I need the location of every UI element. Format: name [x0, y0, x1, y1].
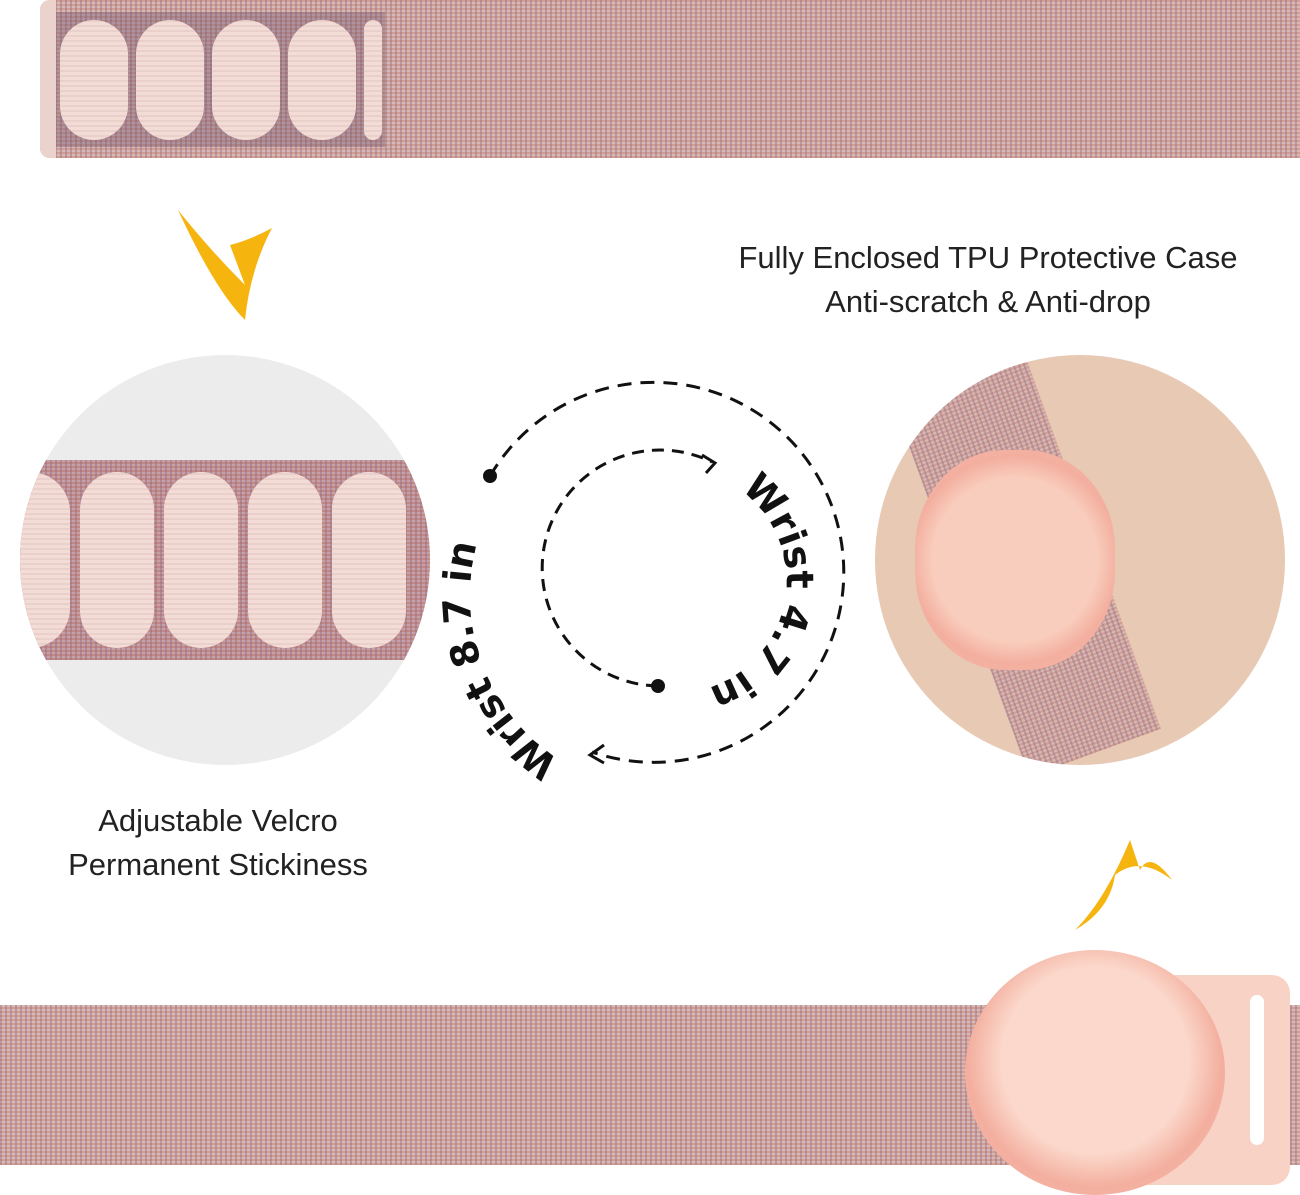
strap-end [40, 0, 56, 158]
velcro-pill [60, 20, 128, 140]
inner-size-text: Wrist 4.7 in [705, 464, 822, 720]
outer-size-arc [488, 380, 846, 764]
left-caption: Adjustable Velcro Permanent Stickiness [20, 799, 416, 887]
inner-size-label: Wrist 4.7 in [705, 464, 822, 720]
inner-size-arc [540, 448, 713, 688]
velcro-pill [212, 20, 280, 140]
velcro-pill [136, 20, 204, 140]
velcro-pill [364, 20, 382, 140]
outer-size-label: Wrist 8.7 in [435, 537, 565, 788]
case-on-wrist-closeup [875, 355, 1285, 765]
down-arrow-icon [178, 210, 272, 320]
top-strap [40, 0, 1300, 158]
caption-line: Fully Enclosed TPU Protective Case [738, 240, 1238, 275]
caption-line: Permanent Stickiness [68, 847, 368, 882]
velcro-closeup [20, 355, 430, 765]
up-arrow-icon [1075, 840, 1172, 930]
tpu-case-bottom [965, 950, 1225, 1195]
right-caption: Fully Enclosed TPU Protective Case Anti-… [680, 236, 1296, 324]
tpu-case [915, 450, 1115, 670]
caption-line: Adjustable Velcro [98, 803, 338, 838]
outer-arc-dot [483, 469, 497, 483]
inner-arc-arrowhead [701, 453, 718, 475]
outer-size-text: Wrist 8.7 in [435, 537, 565, 788]
outer-arc-arrowhead [587, 743, 605, 765]
caption-line: Anti-scratch & Anti-drop [825, 284, 1151, 319]
velcro-pill [288, 20, 356, 140]
inner-arc-dot [651, 679, 665, 693]
